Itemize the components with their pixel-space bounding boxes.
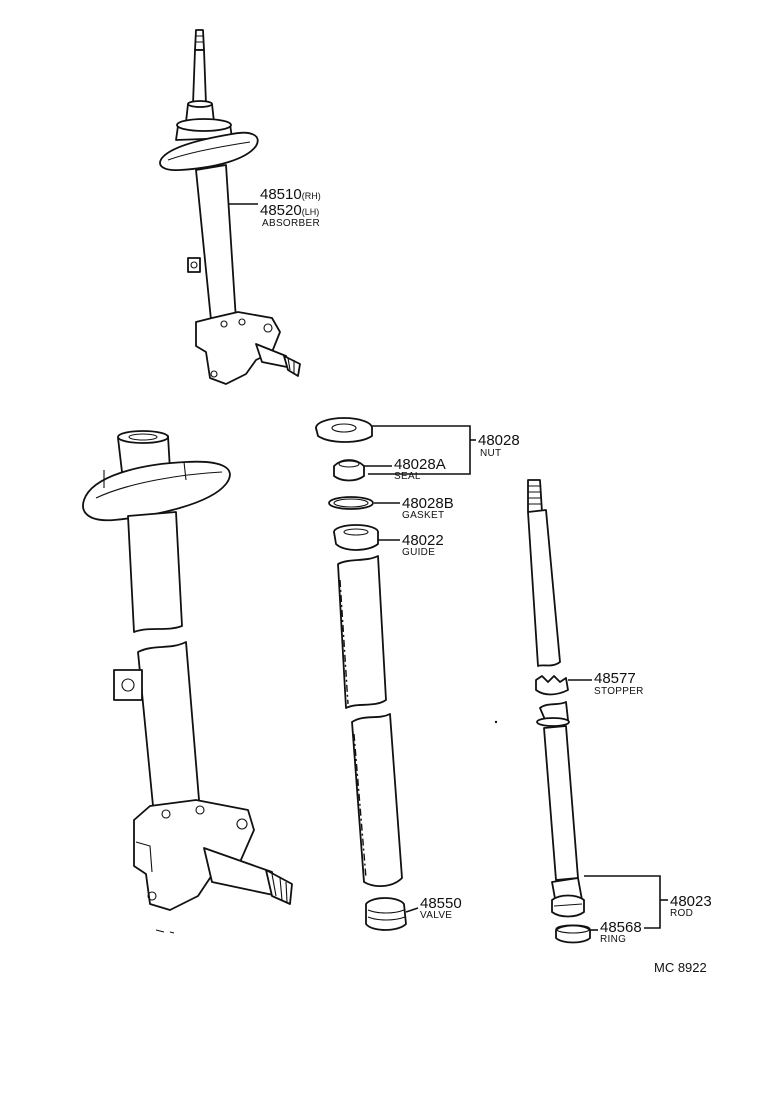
- suffix-lh: (LH): [302, 207, 320, 217]
- label-absorber: 48510(RH) 48520(LH) ABSORBER: [260, 186, 321, 229]
- part-name-nut: NUT: [480, 448, 501, 459]
- stopper-part: [535, 675, 569, 696]
- cylinder-part: [337, 555, 403, 887]
- label-ring: 48568 RING: [600, 919, 642, 945]
- label-guide: 48022 GUIDE: [402, 532, 444, 558]
- part-name-valve: VALVE: [420, 910, 452, 921]
- part-number-stopper: 48577: [594, 670, 636, 687]
- strut-assembly-large: [82, 430, 293, 911]
- part-number-valve: 48550: [420, 895, 462, 912]
- part-name-rod: ROD: [670, 908, 693, 919]
- part-name-gasket: GASKET: [402, 510, 444, 521]
- svg-text:48520(LH): 48520(LH): [260, 202, 319, 219]
- strut-assembly-small: [159, 29, 301, 385]
- label-gasket: 48028B GASKET: [402, 495, 454, 521]
- suffix-rh: (RH): [302, 191, 321, 201]
- part-number-gasket: 48028B: [402, 495, 454, 512]
- nut-part: [315, 417, 373, 443]
- seal-part: [333, 459, 365, 482]
- part-number-nut: 48028: [478, 432, 520, 449]
- part-number-48520: 48520: [260, 202, 302, 219]
- ring-part: [555, 924, 591, 944]
- valve-part: [365, 897, 407, 931]
- rod-part: [527, 479, 585, 918]
- label-nut: 48028 NUT: [478, 432, 520, 459]
- label-seal: 48028A SEAL: [394, 456, 446, 482]
- part-number-seal: 48028A: [394, 456, 446, 473]
- part-name-seal: SEAL: [394, 471, 421, 482]
- part-name-ring: RING: [600, 934, 626, 945]
- label-valve: 48550 VALVE: [420, 895, 462, 921]
- leader-lines: [228, 203, 668, 931]
- svg-text:48510(RH): 48510(RH): [260, 186, 321, 203]
- part-number-rod: 48023: [670, 893, 712, 910]
- label-rod: 48023 ROD: [670, 893, 712, 919]
- part-name-absorber: ABSORBER: [262, 218, 320, 229]
- label-stopper: 48577 STOPPER: [594, 670, 644, 697]
- diagram-code: MC 8922: [654, 960, 707, 975]
- part-number-48510: 48510: [260, 186, 302, 203]
- guide-part: [333, 524, 379, 551]
- part-number-ring: 48568: [600, 919, 642, 936]
- part-name-stopper: STOPPER: [594, 686, 644, 697]
- gasket-part: [328, 496, 374, 510]
- part-name-guide: GUIDE: [402, 547, 435, 558]
- part-number-guide: 48022: [402, 532, 444, 549]
